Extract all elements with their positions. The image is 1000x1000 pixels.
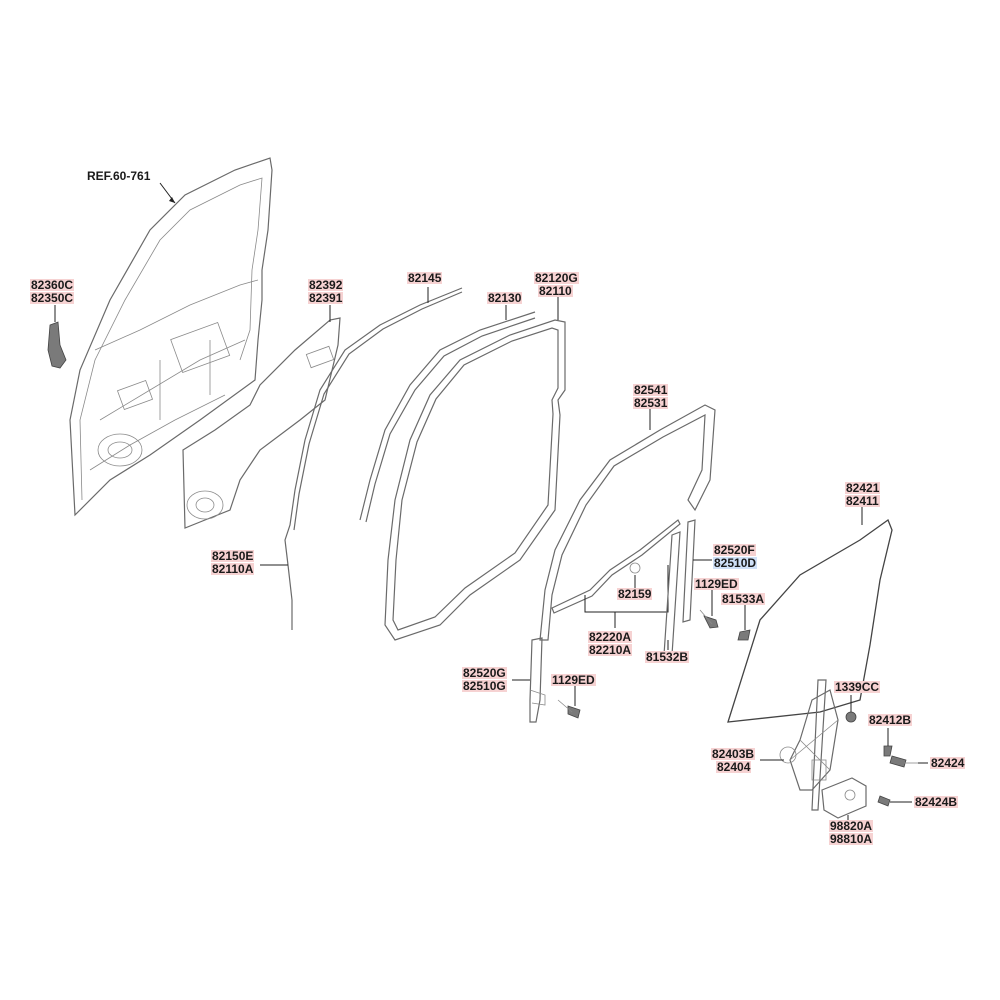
part-label-82531: 82531 (633, 396, 669, 410)
part-label-98810a: 98810A (829, 832, 874, 846)
delta-bolt-drawing (699, 609, 719, 629)
part-label-82110a: 82110A (211, 562, 255, 576)
part-label-82421: 82421 (845, 481, 881, 495)
channel-81532-drawing (663, 531, 681, 656)
part-label-82412b: 82412B (868, 713, 913, 727)
part-label-81532b: 81532B (645, 650, 690, 664)
opening-weatherstrip-drawing (359, 311, 536, 523)
part-label-82510g: 82510G (462, 679, 507, 693)
regulator-drawing (779, 679, 839, 811)
clip-82159-drawing (629, 562, 641, 574)
reference-label: REF.60-761 (87, 169, 151, 183)
trim-panel-drawing (182, 317, 341, 529)
part-label-82220a: 82220A (588, 630, 633, 644)
part-label-82411: 82411 (845, 494, 880, 508)
inner-belt-seal-drawing (551, 519, 681, 614)
part-label-82424b: 82424B (914, 795, 959, 809)
part-label-82145: 82145 (407, 271, 443, 285)
part-label-82520g: 82520G (462, 666, 507, 680)
nut-drawing (845, 711, 857, 723)
part-label-82391: 82391 (308, 291, 344, 305)
part-label-82510d: 82510D (713, 556, 758, 570)
door-seal-drawing (384, 319, 566, 641)
part-label-82392: 82392 (308, 278, 344, 292)
part-label-82404: 82404 (716, 760, 752, 774)
part-label-82403b: 82403B (711, 747, 756, 761)
screw-82424-drawing (889, 755, 918, 768)
belt-molding-drawing (284, 287, 463, 630)
part-label-82210a: 82210A (588, 643, 633, 657)
part-label-82424: 82424 (930, 756, 966, 770)
part-label-1129ed-lower: 1129ED (551, 673, 596, 687)
part-label-82520f: 82520F (713, 543, 756, 557)
part-label-82150e: 82150E (211, 549, 255, 563)
part-label-82159: 82159 (617, 587, 653, 601)
screw-82424b-drawing (877, 795, 891, 807)
rear-bolt-drawing (557, 699, 581, 719)
door-frame-drawing (69, 157, 273, 517)
part-label-82541: 82541 (633, 383, 669, 397)
garnish-drawing (682, 519, 696, 623)
part-label-82130: 82130 (487, 291, 523, 305)
part-label-1129ed-upper: 1129ED (694, 577, 739, 591)
part-label-82110: 82110 (538, 284, 573, 298)
part-label-98820a: 98820A (829, 819, 874, 833)
part-label-1339cc: 1339CC (834, 680, 881, 694)
motor-drawing (821, 777, 867, 819)
part-label-82360c: 82360C (30, 278, 75, 292)
rear-channel-drawing (529, 637, 546, 723)
bracket-drawing (47, 321, 67, 369)
part-label-81533a: 81533A (721, 592, 766, 606)
clip-81533-drawing (737, 629, 751, 641)
glass-run-drawing (539, 404, 716, 641)
door-glass-drawing (727, 518, 893, 723)
part-label-82120g: 82120G (534, 271, 579, 285)
ref-arrow-icon (169, 197, 175, 203)
part-label-82350c: 82350C (30, 291, 75, 305)
bolt-82412-drawing (883, 745, 893, 757)
